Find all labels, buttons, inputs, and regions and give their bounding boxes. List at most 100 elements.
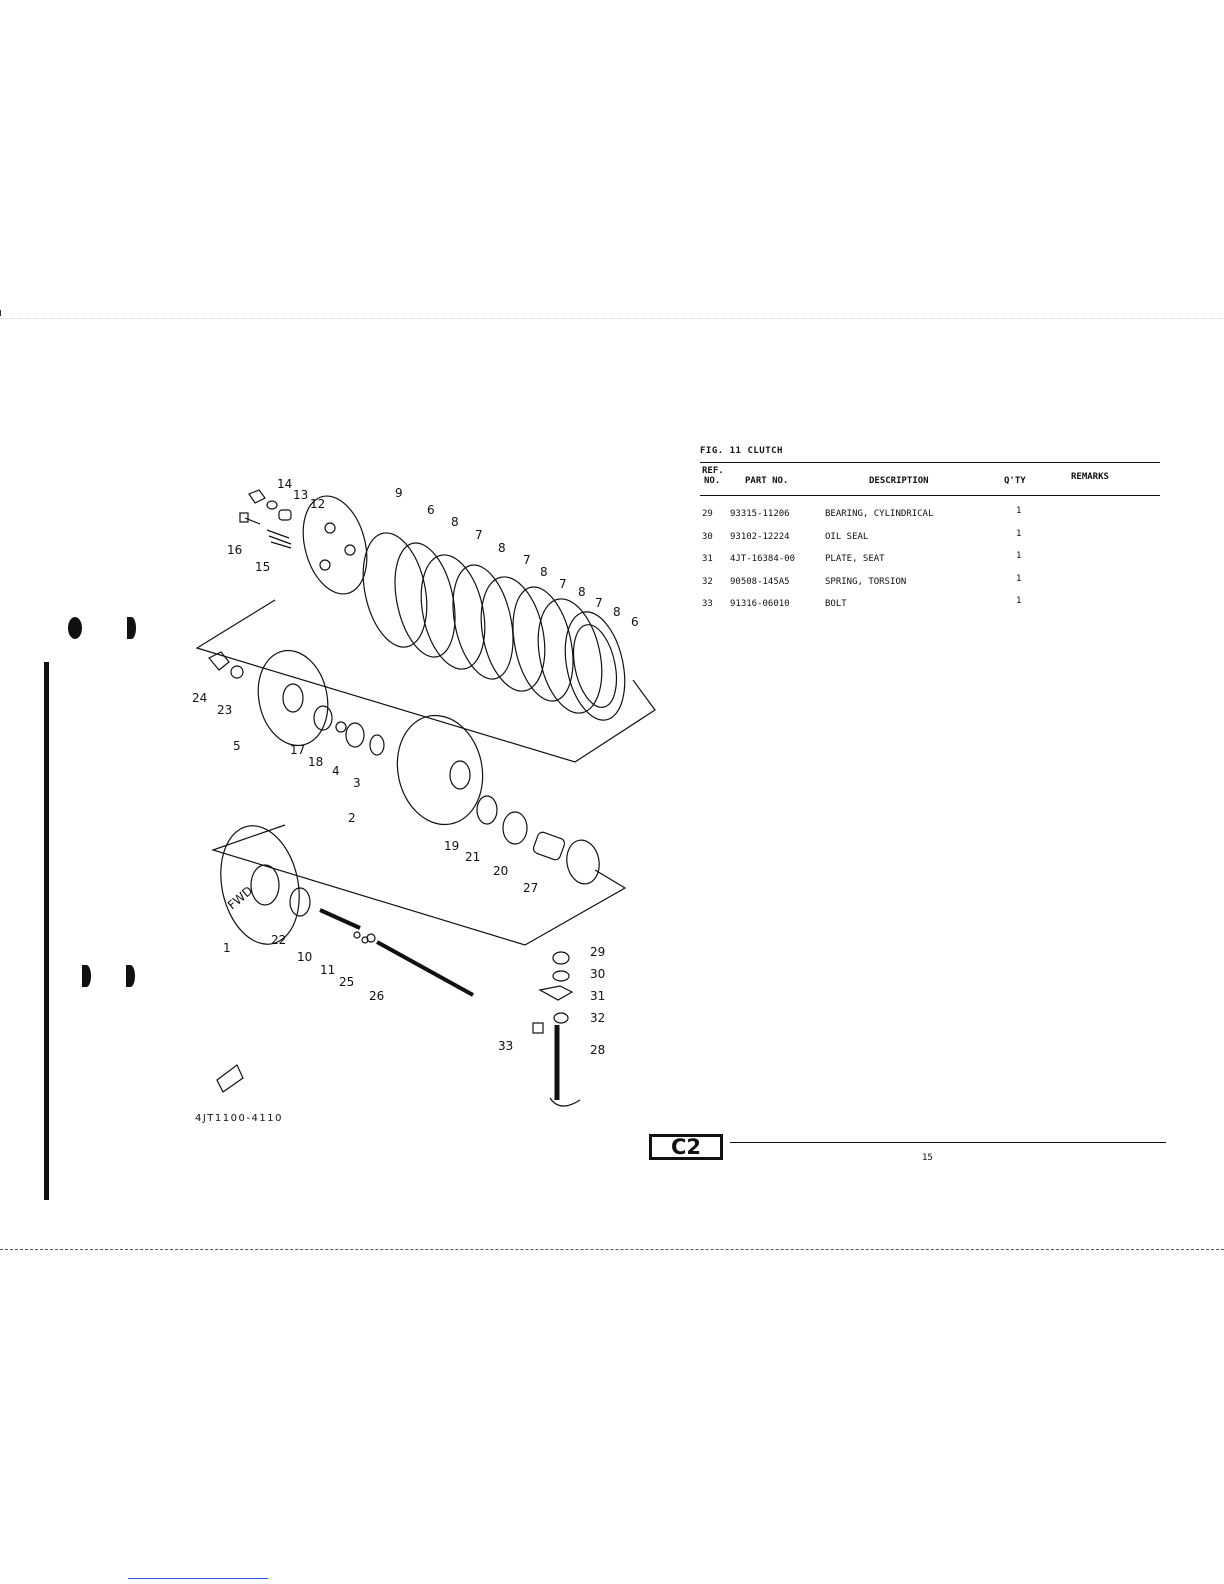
cell-qty: 1 (1016, 506, 1022, 516)
scan-border-top (0, 318, 1224, 319)
parts-table: FIG. 11 CLUTCH REF. NO. PART NO. DESCRIPT… (700, 446, 1160, 619)
cell-ref: 32 (702, 576, 713, 587)
circlip-19 (476, 795, 498, 825)
table-row: 33 91316-06010 BOLT 1 (700, 596, 1160, 619)
scan-tick-mark (0, 310, 1, 316)
callout-8: 8 (578, 585, 586, 599)
page-number: 15 (922, 1153, 933, 1163)
callout-21: 21 (465, 850, 480, 864)
pressure-plate (302, 495, 368, 595)
ball-25 (366, 933, 376, 943)
table-header: REF. NO. PART NO. DESCRIPTION Q'TY REMAR… (700, 463, 1160, 496)
callout-19: 19 (444, 839, 459, 853)
header-part-no: PART NO. (745, 476, 789, 486)
callout-2: 2 (348, 811, 356, 825)
callout-24: 24 (192, 691, 207, 705)
link-underline[interactable] (128, 1578, 268, 1579)
header-description: DESCRIPTION (869, 476, 929, 486)
washer-13 (266, 500, 278, 510)
diagram-code: 4JT1100-4110 (195, 1113, 283, 1124)
collar-12 (278, 509, 292, 521)
callout-7: 7 (559, 577, 567, 591)
callout-28: 28 (590, 1043, 605, 1057)
push-rod-17 (313, 705, 333, 731)
callout-16: 16 (227, 543, 242, 557)
push-rod-26 (376, 940, 474, 997)
hub-group-outline (211, 824, 627, 946)
push-rod-10 (319, 908, 361, 930)
callout-5: 5 (233, 739, 241, 753)
callout-27: 27 (523, 881, 538, 895)
figure-title: FIG. 11 CLUTCH (700, 446, 1160, 463)
footer-rule (730, 1142, 1166, 1143)
punch-hole (126, 965, 135, 987)
bolt-33 (532, 1022, 544, 1034)
cell-qty: 1 (1016, 551, 1022, 561)
exploded-diagram: FWD 14 13 12 9 16 15 6 8 7 8 7 8 7 8 7 8… (192, 477, 656, 1107)
cell-part-no: 4JT-16384-00 (730, 554, 796, 564)
nut-24 (208, 651, 230, 671)
callout-11: 11 (320, 963, 335, 977)
bearing-21 (502, 811, 528, 845)
callout-31: 31 (590, 989, 605, 1003)
callout-18: 18 (308, 755, 323, 769)
pressure-boss-5 (257, 649, 329, 747)
figure-name: CLUTCH (747, 446, 783, 456)
figure-number: FIG. 11 (700, 446, 742, 456)
callout-9: 9 (395, 486, 403, 500)
callout-15: 15 (255, 560, 270, 574)
section-code: C2 (649, 1134, 723, 1160)
cell-ref: 33 (702, 599, 713, 609)
callout-33: 33 (498, 1039, 513, 1053)
clutch-plate-stack (362, 532, 626, 721)
callout-12: 12 (310, 497, 325, 511)
callout-7: 7 (475, 528, 483, 542)
scan-border-bottom (0, 1249, 1224, 1250)
punch-hole (68, 617, 82, 639)
callout-29: 29 (590, 945, 605, 959)
punch-hole (82, 965, 91, 987)
header-remarks: REMARKS (1071, 472, 1109, 482)
callout-17: 17 (290, 743, 305, 757)
callout-13: 13 (293, 488, 308, 502)
punch-hole (127, 617, 136, 639)
cell-part-no: 93102-12224 (730, 531, 790, 542)
ball-18 (335, 721, 347, 733)
callout-22: 22 (271, 933, 286, 947)
cell-description: BOLT (825, 599, 847, 609)
callout-32: 32 (590, 1011, 605, 1025)
callout-8: 8 (540, 565, 548, 579)
table-row: 30 93102-12224 OIL SEAL 1 (700, 529, 1160, 552)
callout-6: 6 (631, 615, 639, 629)
cell-ref: 30 (702, 531, 713, 542)
bearing-4 (345, 722, 365, 748)
callout-25: 25 (339, 975, 354, 989)
cell-description: OIL SEAL (825, 531, 869, 542)
callout-3: 3 (353, 776, 361, 790)
spring-15 (266, 529, 292, 549)
cell-ref: 29 (702, 509, 713, 519)
cell-qty: 1 (1016, 573, 1022, 584)
bearing-29 (552, 951, 570, 965)
cell-description: BEARING, CYLINDRICAL (825, 509, 934, 519)
cell-part-no: 90508-145A5 (730, 576, 790, 587)
callout-30: 30 (590, 967, 605, 981)
binding-edge (44, 662, 49, 1200)
callout-26: 26 (369, 989, 384, 1003)
nut-14 (248, 489, 266, 504)
cell-description: PLATE, SEAT (825, 554, 885, 564)
table-row: 31 4JT-16384-00 PLATE, SEAT 1 (700, 551, 1160, 574)
table-row: 29 93315-11206 BEARING, CYLINDRICAL 1 (700, 506, 1160, 529)
callout-23: 23 (217, 703, 232, 717)
callout-8: 8 (613, 605, 621, 619)
spring-32 (553, 1012, 569, 1024)
callout-7: 7 (595, 596, 603, 610)
callout-10: 10 (297, 950, 312, 964)
cell-part-no: 91316-06010 (730, 599, 790, 609)
callout-8: 8 (498, 541, 506, 555)
clutch-boss-2 (396, 714, 484, 826)
primary-driven-gear-1 (220, 825, 300, 945)
callout-7: 7 (523, 553, 531, 567)
table-row: 32 90508-145A5 SPRING, TORSION 1 (700, 574, 1160, 597)
callout-20: 20 (493, 864, 508, 878)
